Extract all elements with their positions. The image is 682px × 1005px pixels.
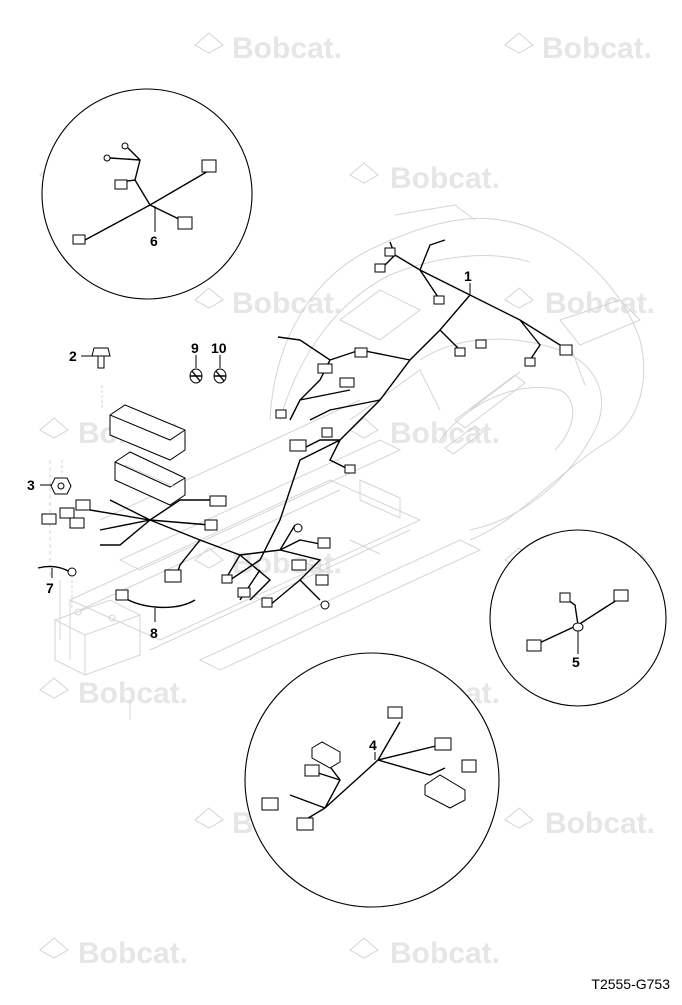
connector [475, 339, 487, 349]
watermark: Bobcat. [349, 417, 500, 450]
connector [433, 295, 445, 305]
watermark: Bobcat. [504, 287, 655, 320]
callout-label: 1 [464, 268, 472, 284]
svg-text:Bobcat.: Bobcat. [545, 287, 655, 320]
svg-text:Bobcat.: Bobcat. [78, 937, 188, 970]
watermark: Bobcat. [349, 937, 500, 970]
connector [384, 247, 396, 257]
svg-text:Bobcat.: Bobcat. [542, 32, 652, 65]
connector [559, 344, 573, 356]
connector [69, 517, 85, 529]
connector [293, 523, 303, 533]
detail-circle-6 [41, 88, 253, 300]
connector [59, 507, 75, 519]
frame-harness [41, 495, 331, 610]
svg-text:Bobcat.: Bobcat. [545, 807, 655, 840]
ground-cable-part [115, 589, 196, 609]
harness-1 [229, 239, 573, 581]
callout-label: 10 [211, 340, 227, 356]
fuse-block [101, 385, 186, 506]
battery-cable-part [37, 565, 77, 610]
watermark: Bobcat. [504, 807, 655, 840]
connector [454, 347, 466, 357]
callout-label: 7 [46, 580, 54, 596]
watermark: Bobcat. [39, 677, 188, 710]
callout-label: 4 [369, 737, 377, 753]
connector [320, 600, 330, 610]
callout-label: 6 [150, 233, 158, 249]
battery-box [53, 599, 142, 676]
connector [354, 347, 368, 358]
connector [41, 513, 57, 525]
svg-text:Bobcat.: Bobcat. [390, 162, 500, 195]
connector [289, 439, 307, 452]
detail-circle-4 [244, 652, 500, 908]
connector [317, 363, 333, 374]
watermark: Bobcat. [39, 937, 188, 970]
connector [524, 357, 536, 367]
callouts: 1 2 3 4 5 6 7 8 9 10 [27, 206, 580, 760]
connector [275, 409, 287, 419]
svg-text:Bobcat.: Bobcat. [232, 287, 342, 320]
connector [317, 537, 331, 549]
callout-label: 9 [191, 340, 199, 356]
callout-label: 3 [27, 477, 35, 493]
callout-label: 5 [572, 654, 580, 670]
connector [204, 519, 218, 531]
connector [75, 499, 91, 511]
connector [221, 574, 233, 584]
watermark: Bobcat. [504, 32, 652, 65]
nut-part [50, 460, 72, 495]
clip-part-10 [213, 368, 227, 384]
connector [339, 377, 355, 388]
connector [291, 559, 307, 571]
svg-text:Bobcat.: Bobcat. [390, 937, 500, 970]
connector [164, 569, 182, 583]
connector [237, 587, 251, 598]
callout-label: 2 [69, 348, 77, 364]
svg-text:Bobcat.: Bobcat. [232, 32, 342, 65]
clip-part-9 [189, 368, 203, 384]
callout-label: 8 [150, 625, 158, 641]
drawing-id: T2555-G753 [591, 976, 670, 992]
connector [261, 597, 273, 608]
svg-text:Bobcat.: Bobcat. [78, 677, 188, 710]
bolt-part [91, 347, 111, 369]
connector [321, 427, 333, 438]
watermark: Bobcat. [194, 287, 342, 320]
connector [315, 574, 329, 586]
connector [374, 263, 386, 273]
watermark: Bobcat. [194, 32, 342, 65]
connector [209, 495, 227, 507]
detail-circle-5 [489, 529, 667, 707]
connector [344, 464, 356, 474]
watermark: Bobcat. [349, 162, 500, 195]
